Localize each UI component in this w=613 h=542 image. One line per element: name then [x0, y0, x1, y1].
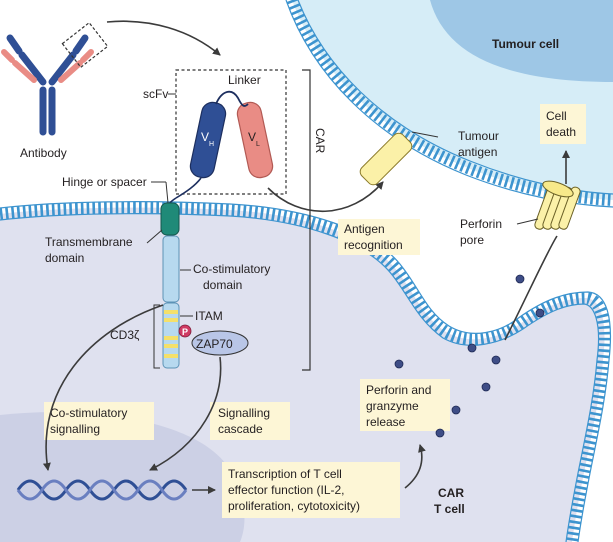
car-t-cell — [0, 201, 612, 542]
cell-death-box — [540, 104, 586, 144]
transcription-label-2: effector function (IL-2, — [228, 483, 345, 497]
recognition-arrow — [267, 181, 384, 213]
signalling-cascade-label-2: cascade — [218, 422, 263, 436]
transmembrane-label-2: domain — [45, 251, 84, 265]
signalling-cascade-arrow — [149, 356, 222, 471]
phosphate-icon — [178, 324, 192, 338]
perforin-release-box — [360, 379, 450, 431]
hinge-domain — [160, 202, 180, 236]
costim-domain-label-1: Co-stimulatory — [193, 262, 270, 276]
itam-label: ITAM — [195, 309, 223, 323]
costim-domain-label-2: domain — [203, 278, 242, 292]
signalling-cascade-label-1: Signalling — [218, 406, 270, 420]
costim-signalling-label-2: signalling — [50, 422, 100, 436]
vl-label: V — [248, 130, 256, 144]
cell-death-label-1: Cell — [546, 109, 567, 123]
perforin-release-label-3: release — [366, 415, 406, 429]
tumour-antigen-label-2: antigen — [458, 145, 497, 159]
hinge-label: Hinge or spacer — [62, 175, 147, 189]
zap70-protein — [191, 330, 249, 356]
vl-subscript: L — [256, 141, 260, 148]
release-arrow — [404, 444, 426, 489]
cd3z-label: CD3ζ — [110, 328, 140, 342]
costim-signalling-box — [44, 402, 154, 440]
perforin-pore — [534, 180, 581, 230]
vl-domain — [236, 101, 274, 179]
car-t-cell-label-1: CAR — [438, 486, 464, 500]
scfv-label: scFv — [143, 87, 168, 101]
perforin-pore-label-1: Perforin — [460, 217, 502, 231]
tumour-cell — [285, 0, 613, 208]
antibody-label: Antibody — [20, 146, 67, 160]
zap70-label: ZAP70 — [196, 337, 233, 351]
linker-label: Linker — [228, 73, 261, 87]
pore-stem-line — [504, 235, 558, 341]
linker-line — [215, 90, 249, 107]
perforin-granules — [394, 274, 545, 438]
transmembrane-label-1: Transmembrane — [45, 235, 133, 249]
transcription-label-3: proliferation, cytotoxicity) — [228, 499, 360, 513]
tumour-cell-label: Tumour cell — [492, 37, 559, 51]
costimulatory-domain — [162, 235, 180, 303]
signalling-cascade-box — [210, 402, 290, 440]
car-bracket — [302, 69, 311, 371]
tumour-antigen — [359, 132, 413, 186]
perforin-pore-label-2: pore — [460, 233, 484, 247]
antibody-to-scfv-arrow — [106, 20, 221, 56]
transcription-box — [222, 462, 400, 518]
antibody-icon — [1, 21, 109, 136]
tumour-antigen-label-1: Tumour — [458, 129, 499, 143]
car-t-cell-label-2: T cell — [434, 502, 465, 516]
antigen-recognition-label-2: recognition — [344, 238, 403, 252]
transcription-label-1: Transcription of T cell — [228, 467, 342, 481]
vh-label: V — [201, 130, 209, 144]
vh-subscript: H — [209, 141, 214, 148]
costim-signalling-arrow — [42, 304, 164, 471]
phosphate-label: P — [182, 327, 188, 337]
cell-death-label-2: death — [546, 125, 576, 139]
antigen-recognition-label-1: Antigen — [344, 222, 385, 236]
dna-helix — [16, 479, 188, 501]
perforin-release-label-1: Perforin and — [366, 383, 431, 397]
costim-signalling-label-1: Co-stimulatory — [50, 406, 127, 420]
perforin-release-label-2: granzyme — [366, 399, 419, 413]
antigen-recognition-box — [338, 219, 420, 255]
scfv-box — [175, 69, 287, 195]
cd3z-chain — [162, 302, 180, 369]
car-label: CAR — [313, 128, 327, 154]
